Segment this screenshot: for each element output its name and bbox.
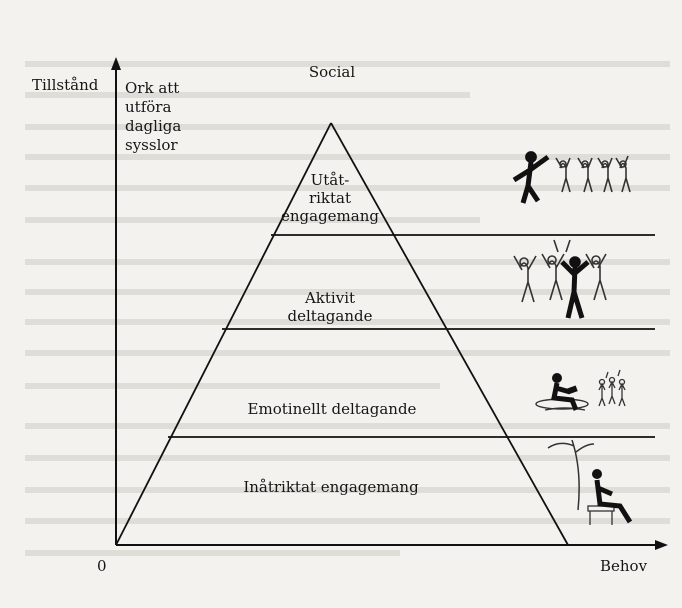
y-axis-arrowhead bbox=[111, 57, 121, 70]
pyramid bbox=[115, 122, 655, 546]
crowd-cheering-icon bbox=[555, 155, 631, 193]
level-label-active: Aktivit deltagande bbox=[287, 289, 373, 325]
small-crowd-icon bbox=[598, 369, 626, 407]
level-label-outward: Utåt- riktat engagemang bbox=[281, 171, 379, 225]
energy-label: Ork att utföra dagliga sysslor bbox=[125, 79, 182, 154]
figures-group-icon bbox=[512, 151, 631, 204]
y-axis-label: Tillstånd bbox=[32, 76, 99, 94]
pyramid-left-edge bbox=[115, 122, 332, 546]
dancing-person-icon bbox=[512, 151, 550, 204]
x-axis-arrowhead bbox=[655, 540, 668, 550]
reading-person-icon bbox=[535, 373, 589, 411]
origin-label: 0 bbox=[97, 557, 107, 575]
x-axis-label: Behov bbox=[600, 557, 648, 575]
jumping-person-icon bbox=[560, 256, 590, 319]
sitting-person-icon bbox=[547, 439, 633, 525]
apex-label: Social bbox=[308, 63, 356, 81]
show-through-lines bbox=[25, 61, 670, 556]
level-label-inward: Inåtriktat engagemang bbox=[243, 478, 419, 496]
active-group-icon bbox=[513, 239, 607, 319]
level-label-emotional: Emotinellt deltagande bbox=[247, 400, 417, 418]
pyramid-right-edge bbox=[330, 122, 569, 546]
